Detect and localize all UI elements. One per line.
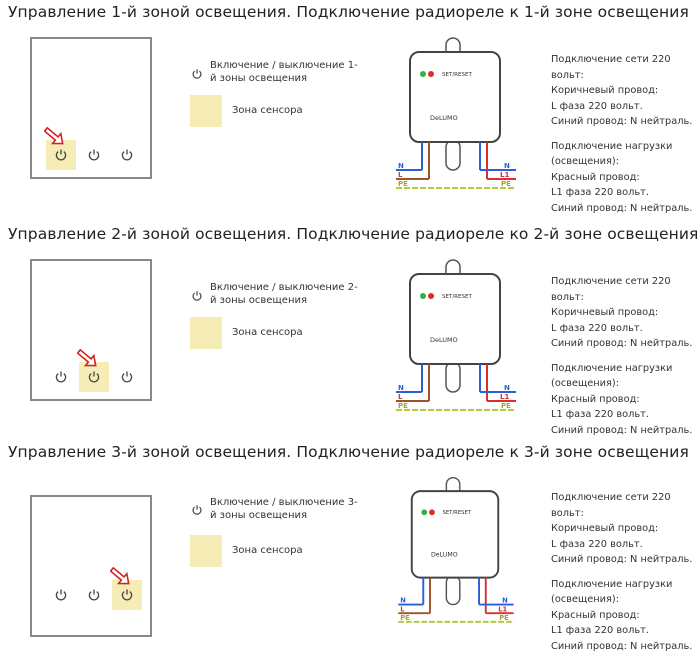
info-line: Подключение нагрузки (освещения): bbox=[551, 362, 673, 390]
info-line: Коричневый провод: bbox=[551, 85, 659, 96]
power-legend-icon bbox=[192, 291, 202, 301]
pointer-arrow-icon bbox=[44, 126, 64, 145]
info-line: Подключение нагрузки (освещения): bbox=[551, 578, 673, 606]
info-line: L1 фаза 220 вольт. bbox=[551, 409, 649, 420]
power-legend-icon bbox=[192, 69, 202, 79]
power-button-icon-2[interactable] bbox=[87, 370, 101, 384]
section-title: Управление 1-й зоной освещения. Подключе… bbox=[8, 3, 689, 21]
brand-label: DeLUMO bbox=[430, 114, 458, 122]
info-line: Синий провод: N нейтраль. bbox=[551, 202, 693, 214]
wire-label-l1-right: L1 bbox=[498, 605, 507, 613]
set-reset-label: SET/RESET bbox=[443, 510, 472, 516]
touch-panel bbox=[30, 259, 152, 401]
info-line: Красный провод: bbox=[551, 609, 640, 621]
legend-sensor-text: Зона сенсора bbox=[232, 545, 303, 556]
relay-module-body bbox=[409, 51, 501, 143]
legend-sensor-text: Зона сенсора bbox=[232, 327, 303, 338]
info-line: L фаза 220 вольт. bbox=[551, 100, 643, 112]
legend-sensor-swatch bbox=[190, 535, 222, 567]
info-line: L1 фаза 220 вольт. bbox=[551, 187, 649, 198]
wire-label-pe-left: PE bbox=[398, 402, 408, 410]
led-red-icon bbox=[428, 293, 434, 299]
brand-label: DeLUMO bbox=[430, 336, 458, 344]
wire-label-l-left: L bbox=[398, 393, 403, 401]
led-red-icon bbox=[429, 509, 435, 516]
info-line: Синий провод: N нейтраль. bbox=[551, 338, 693, 349]
wire-label-n-left: N bbox=[400, 597, 406, 605]
led-green-icon bbox=[421, 509, 428, 516]
sensor-zone-highlight bbox=[46, 140, 76, 170]
power-button-icon-3[interactable] bbox=[120, 148, 134, 162]
wire-label-n-right: N bbox=[502, 597, 508, 605]
wire-label-pe-left: PE bbox=[398, 180, 408, 188]
power-button-icon-3[interactable] bbox=[120, 370, 134, 384]
connection-info: Подключение сети 220 вольт: Коричневый п… bbox=[551, 490, 700, 654]
wire-label-n-right: N bbox=[504, 162, 510, 170]
info-line: L фаза 220 вольт. bbox=[551, 322, 643, 334]
info-line: Красный провод: bbox=[551, 171, 640, 183]
power-button-icon-1[interactable] bbox=[54, 370, 68, 384]
brand-label: DeLUMO bbox=[431, 552, 458, 559]
led-red-icon bbox=[428, 71, 434, 77]
info-line: Подключение нагрузки (освещения): bbox=[551, 140, 673, 168]
touch-panel bbox=[30, 495, 152, 637]
power-button-icon-1[interactable] bbox=[54, 588, 68, 602]
info-line: Коричневый провод: bbox=[551, 307, 659, 318]
led-green-icon bbox=[420, 71, 426, 77]
info-line: Синий провод: N нейтраль. bbox=[551, 554, 693, 565]
wire-label-pe-left: PE bbox=[400, 614, 410, 622]
power-button-icon-2[interactable] bbox=[87, 588, 101, 602]
relay-module-body bbox=[410, 490, 500, 579]
pointer-arrow-icon bbox=[110, 566, 130, 585]
legend-sensor-swatch bbox=[190, 317, 222, 349]
power-legend-icon bbox=[192, 505, 202, 515]
relay-wiring-diagram: SET/RESET DeLUMO N L PE N L1 PE bbox=[396, 259, 516, 411]
info-line: Синий провод: N нейтраль. bbox=[551, 116, 693, 127]
wire-label-pe-right: PE bbox=[501, 180, 511, 188]
power-button-icon-2[interactable] bbox=[87, 148, 101, 162]
info-line: Коричневый провод: bbox=[551, 523, 659, 534]
wire-label-l-left: L bbox=[400, 605, 405, 613]
power-button-icon-1[interactable] bbox=[54, 148, 68, 162]
relay-module-body bbox=[409, 273, 501, 365]
set-reset-label: SET/RESET bbox=[442, 294, 472, 300]
wire-label-n-left: N bbox=[398, 384, 404, 392]
connection-info: Подключение сети 220 вольт: Коричневый п… bbox=[551, 274, 700, 438]
wire-label-n-right: N bbox=[504, 384, 510, 392]
power-button-icon-3[interactable] bbox=[120, 588, 134, 602]
wire-label-n-left: N bbox=[398, 162, 404, 170]
legend-toggle-text: Включение / выключение 1-й зоны освещени… bbox=[210, 60, 358, 84]
led-green-icon bbox=[420, 293, 426, 299]
pointer-arrow-icon bbox=[77, 348, 97, 367]
info-line: Синий провод: N нейтраль. bbox=[551, 640, 693, 652]
zone-section-3: Управление 3-й зоной освещения. Подключе… bbox=[0, 440, 700, 655]
wire-label-pe-right: PE bbox=[499, 614, 509, 622]
set-reset-label: SET/RESET bbox=[442, 72, 472, 78]
section-title: Управление 2-й зоной освещения. Подключе… bbox=[8, 225, 699, 243]
legend-sensor-swatch bbox=[190, 95, 222, 127]
relay-wiring-diagram: SET/RESET DeLUMO N L PE N L1 PE bbox=[396, 37, 516, 189]
info-line: L1 фаза 220 вольт. bbox=[551, 625, 649, 636]
info-line: Подключение сети 220 вольт: bbox=[551, 54, 671, 81]
info-line: L фаза 220 вольт. bbox=[551, 538, 643, 550]
info-line: Подключение сети 220 вольт: bbox=[551, 276, 671, 303]
touch-panel bbox=[30, 37, 152, 179]
sensor-zone-highlight bbox=[112, 580, 142, 610]
info-line: Красный провод: bbox=[551, 393, 640, 405]
info-line: Синий провод: N нейтраль. bbox=[551, 424, 693, 436]
legend-toggle-text: Включение / выключение 3-й зоны освещени… bbox=[210, 497, 358, 521]
wire-label-l1-right: L1 bbox=[500, 171, 509, 179]
section-title: Управление 3-й зоной освещения. Подключе… bbox=[8, 443, 689, 461]
legend-toggle-text: Включение / выключение 2-й зоны освещени… bbox=[210, 282, 358, 306]
zone-section-1: Управление 1-й зоной освещения. Подключе… bbox=[0, 0, 700, 215]
info-line: Подключение сети 220 вольт: bbox=[551, 492, 671, 519]
wire-label-l1-right: L1 bbox=[500, 393, 509, 401]
relay-wiring-diagram: SET/RESET DeLUMO N L PE N L1 PE bbox=[398, 476, 514, 623]
connection-info: Подключение сети 220 вольт: Коричневый п… bbox=[551, 52, 700, 216]
legend-sensor-text: Зона сенсора bbox=[232, 105, 303, 116]
zone-section-2: Управление 2-й зоной освещения. Подключе… bbox=[0, 222, 700, 437]
sensor-zone-highlight bbox=[79, 362, 109, 392]
wire-label-l-left: L bbox=[398, 171, 403, 179]
wire-label-pe-right: PE bbox=[501, 402, 511, 410]
